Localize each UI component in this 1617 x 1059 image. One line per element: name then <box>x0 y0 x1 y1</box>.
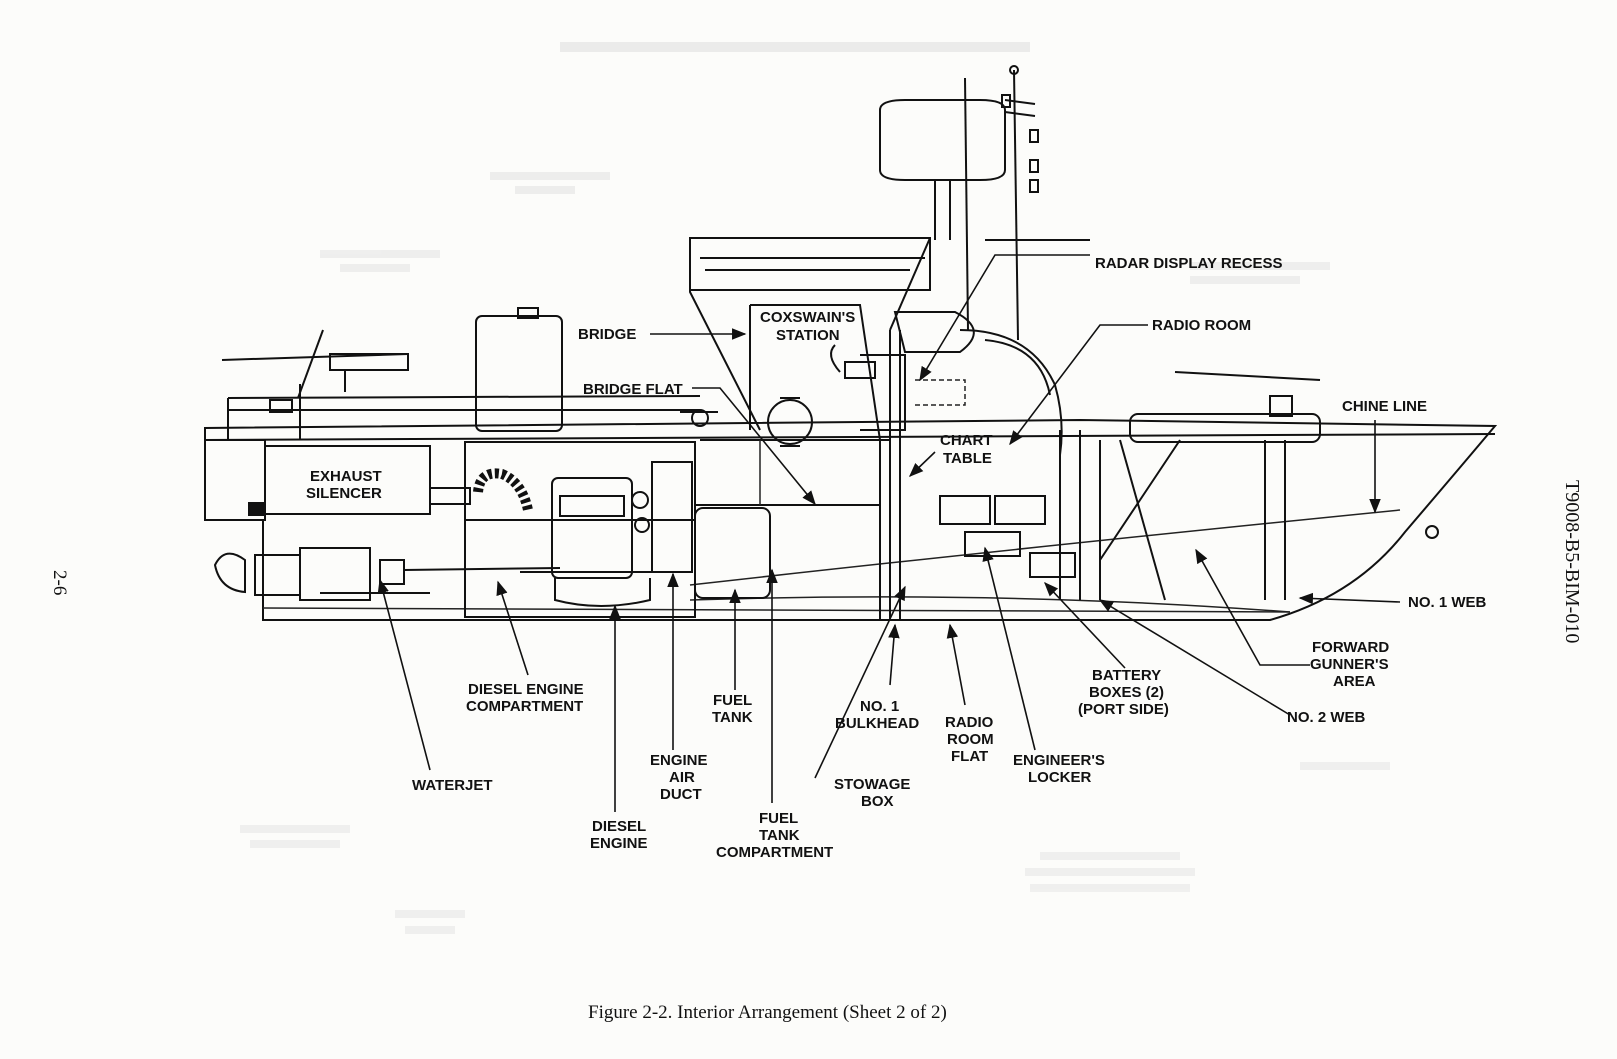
label-battery-boxes-line2: BOXES (2) <box>1089 684 1164 701</box>
bleed-through-text <box>240 42 1390 934</box>
boat-profile <box>204 65 1498 621</box>
label-coxswains-station-line2: STATION <box>776 327 840 344</box>
label-exhaust-silencer-line1: EXHAUST <box>310 468 382 485</box>
label-engine-air-duct-line2: AIR <box>669 769 695 786</box>
label-engine-air-duct-line3: DUCT <box>660 786 702 803</box>
label-exhaust-silencer-line2: SILENCER <box>306 485 382 502</box>
label-radio-room-flat-line1: RADIO <box>945 714 994 731</box>
label-stowage-box-line1: STOWAGE <box>834 776 910 793</box>
label-radio-room-flat-line3: FLAT <box>951 748 988 765</box>
label-fuel-tank-compartment-line3: COMPARTMENT <box>716 844 833 861</box>
label-radio-room: RADIO ROOM <box>1152 317 1251 334</box>
label-radio-room-flat-line2: ROOM <box>947 731 994 748</box>
label-no1-web: NO. 1 WEB <box>1408 594 1487 611</box>
label-no1-bulkhead-line1: NO. 1 <box>860 698 899 715</box>
label-battery-boxes-line1: BATTERY <box>1092 667 1161 684</box>
label-waterjet: WATERJET <box>412 777 493 794</box>
label-stowage-box-line2: BOX <box>861 793 894 810</box>
label-chine-line: CHINE LINE <box>1342 398 1427 415</box>
label-diesel-engine-line2: ENGINE <box>590 835 648 852</box>
label-diesel-engine-line1: DIESEL <box>592 818 646 835</box>
callout-labels: RADAR DISPLAY RECESS RADIO ROOM COXSWAIN… <box>306 255 1487 861</box>
figure-caption: Figure 2-2. Interior Arrangement (Sheet … <box>588 1002 947 1023</box>
label-diesel-engine-compartment-line1: DIESEL ENGINE <box>468 681 584 698</box>
label-fuel-tank-compartment-line2: TANK <box>759 827 800 844</box>
leader-lines <box>377 254 1401 812</box>
label-forward-gunners-area-line1: FORWARD <box>1312 639 1389 656</box>
label-fuel-tank-compartment-line1: FUEL <box>759 810 798 827</box>
page-number: 2-6 <box>49 570 70 595</box>
label-coxswains-station-line1: COXSWAIN'S <box>760 309 855 326</box>
document-id: T9008-B5-BIM-010 <box>1561 480 1583 643</box>
label-engineers-locker-line2: LOCKER <box>1028 769 1092 786</box>
label-no1-bulkhead-line2: BULKHEAD <box>835 715 919 732</box>
label-engineers-locker-line1: ENGINEER'S <box>1013 752 1105 769</box>
label-battery-boxes-line3: (PORT SIDE) <box>1078 701 1169 718</box>
label-forward-gunners-area-line3: AREA <box>1333 673 1376 690</box>
label-chart-table-line1: CHART <box>940 432 993 449</box>
label-bridge-flat: BRIDGE FLAT <box>583 381 683 398</box>
label-chart-table-line2: TABLE <box>943 450 992 467</box>
label-fuel-tank-line2: TANK <box>712 709 753 726</box>
label-forward-gunners-area-line2: GUNNER'S <box>1310 656 1389 673</box>
label-fuel-tank-line1: FUEL <box>713 692 752 709</box>
label-bridge: BRIDGE <box>578 326 636 343</box>
label-diesel-engine-compartment-line2: COMPARTMENT <box>466 698 583 715</box>
label-radar-display-recess: RADAR DISPLAY RECESS <box>1095 255 1283 272</box>
label-engine-air-duct-line1: ENGINE <box>650 752 708 769</box>
label-no2-web: NO. 2 WEB <box>1287 709 1366 726</box>
